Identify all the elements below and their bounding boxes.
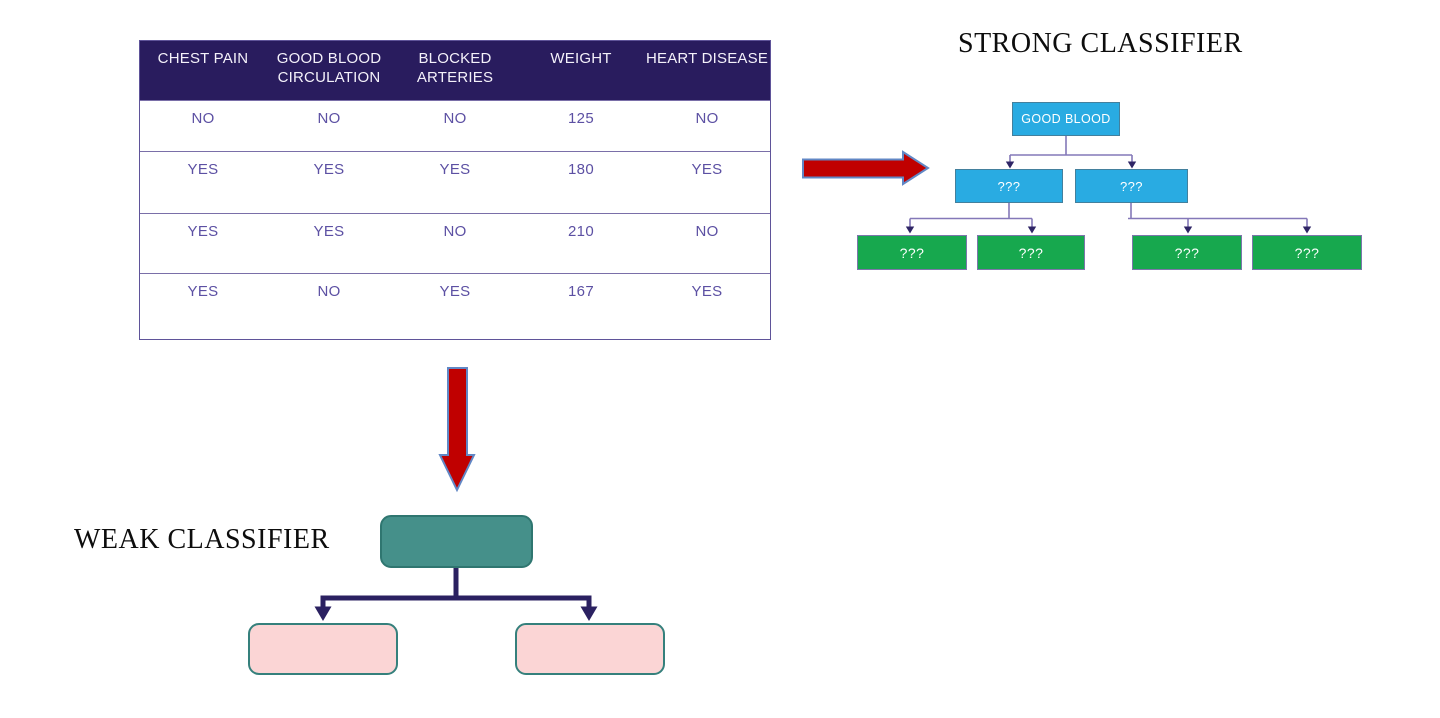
table-header-row: CHEST PAIN GOOD BLOOD CIRCULATION BLOCKE… bbox=[140, 41, 770, 100]
table-cell: NO bbox=[191, 110, 215, 127]
table-cell: 210 bbox=[568, 223, 594, 240]
table-cell: YES bbox=[187, 223, 219, 240]
table-cell: NO bbox=[443, 110, 467, 127]
strong-tree-root-node: GOOD BLOOD bbox=[1012, 102, 1120, 136]
table-row: YES YES NO 210 NO bbox=[140, 213, 770, 273]
column-header: BLOCKED ARTERIES bbox=[416, 50, 494, 86]
column-header: GOOD BLOOD CIRCULATION bbox=[276, 50, 382, 86]
table-cell: 125 bbox=[568, 110, 594, 127]
weak-tree-leaf-node bbox=[248, 623, 398, 675]
table-cell: NO bbox=[317, 110, 341, 127]
weak-tree-connectors bbox=[320, 568, 592, 608]
strong-tree-leaf-node: ??? bbox=[977, 235, 1085, 270]
table-cell: YES bbox=[187, 283, 219, 300]
table-cell: 180 bbox=[568, 161, 594, 178]
table-cell: YES bbox=[691, 283, 723, 300]
table-cell: NO bbox=[695, 223, 719, 240]
strong-tree-branch-node: ??? bbox=[955, 169, 1063, 203]
table-cell: YES bbox=[313, 223, 345, 240]
table-row: YES NO YES 167 YES bbox=[140, 273, 770, 339]
strong-tree-leaf-node: ??? bbox=[857, 235, 967, 270]
weak-classifier-title: WEAK CLASSIFIER bbox=[74, 524, 330, 555]
table-cell: YES bbox=[439, 161, 471, 178]
arrow-right-icon bbox=[802, 150, 930, 186]
heart-disease-table: CHEST PAIN GOOD BLOOD CIRCULATION BLOCKE… bbox=[139, 40, 771, 340]
weak-tree-leaf-node bbox=[515, 623, 665, 675]
column-header: HEART DISEASE bbox=[645, 50, 769, 67]
table-cell: NO bbox=[317, 283, 341, 300]
table-cell: YES bbox=[439, 283, 471, 300]
table-row: YES YES YES 180 YES bbox=[140, 151, 770, 213]
weak-tree-root-node bbox=[380, 515, 533, 568]
table-cell: YES bbox=[691, 161, 723, 178]
table-cell: YES bbox=[187, 161, 219, 178]
strong-tree-branch-node: ??? bbox=[1075, 169, 1188, 203]
arrow-down-icon bbox=[438, 367, 476, 493]
table-cell: YES bbox=[313, 161, 345, 178]
table-cell: NO bbox=[443, 223, 467, 240]
table-cell: NO bbox=[695, 110, 719, 127]
strong-tree-leaf-node: ??? bbox=[1132, 235, 1242, 270]
strong-tree-leaf-node: ??? bbox=[1252, 235, 1362, 270]
table-row: NO NO NO 125 NO bbox=[140, 100, 770, 151]
column-header: CHEST PAIN bbox=[157, 50, 249, 67]
weak-tree-arrowheads bbox=[314, 606, 598, 621]
strong-classifier-title: STRONG CLASSIFIER bbox=[958, 28, 1243, 59]
table-cell: 167 bbox=[568, 283, 594, 300]
column-header: WEIGHT bbox=[550, 50, 612, 67]
